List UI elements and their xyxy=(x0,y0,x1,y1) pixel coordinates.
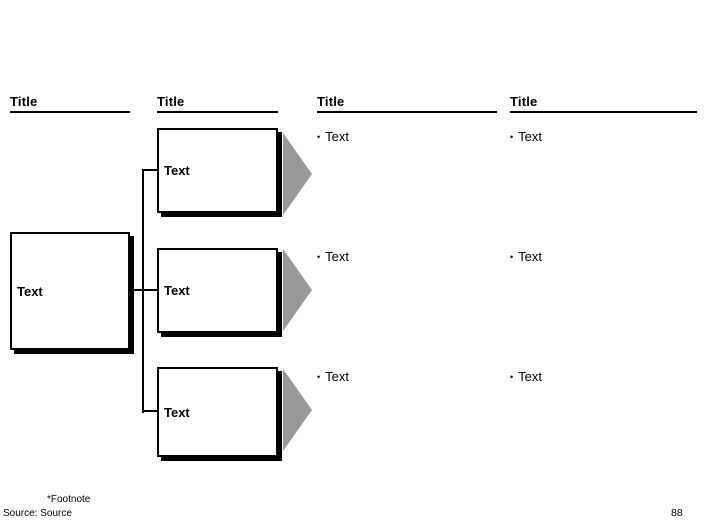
bullet-item-col4-row2: • Text xyxy=(510,250,542,264)
bullet-icon: • xyxy=(317,252,321,262)
column-title-4: Title xyxy=(510,94,697,113)
bullet-item-col4-row1: • Text xyxy=(510,130,542,144)
process-box-2: Text xyxy=(157,248,278,333)
source-box-label: Text xyxy=(17,283,43,299)
footnote: *Footnote xyxy=(47,494,91,505)
bullet-item-col3-row3: • Text xyxy=(317,370,349,384)
bullet-text: Text xyxy=(518,129,542,144)
process-box-3: Text xyxy=(157,367,278,457)
bullet-icon: • xyxy=(510,252,514,262)
connector-branch-top xyxy=(142,169,158,171)
bullet-icon: • xyxy=(317,132,321,142)
page-number: 88 xyxy=(671,507,683,519)
bullet-text: Text xyxy=(518,369,542,384)
connector-trunk-line xyxy=(142,169,144,413)
right-arrow-icon-3 xyxy=(283,369,312,451)
right-arrow-icon-1 xyxy=(283,133,312,215)
process-box-1-label: Text xyxy=(164,163,190,178)
connector-branch-middle xyxy=(131,289,158,291)
column-title-2: Title xyxy=(157,94,278,113)
bullet-icon: • xyxy=(510,372,514,382)
column-title-1: Title xyxy=(10,94,130,113)
bullet-text: Text xyxy=(325,369,349,384)
bullet-icon: • xyxy=(510,132,514,142)
bullet-text: Text xyxy=(518,249,542,264)
source-box: Text xyxy=(10,232,130,350)
bullet-text: Text xyxy=(325,129,349,144)
process-box-2-label: Text xyxy=(164,283,190,298)
bullet-item-col3-row2: • Text xyxy=(317,250,349,264)
bullet-icon: • xyxy=(317,372,321,382)
source-line: Source: Source xyxy=(3,508,72,519)
process-box-3-label: Text xyxy=(164,404,190,420)
bullet-text: Text xyxy=(325,249,349,264)
right-arrow-icon-2 xyxy=(283,249,312,331)
process-box-1: Text xyxy=(157,128,278,213)
bullet-item-col3-row1: • Text xyxy=(317,130,349,144)
column-title-3: Title xyxy=(317,94,497,113)
connector-branch-bottom xyxy=(142,410,158,412)
bullet-item-col4-row3: • Text xyxy=(510,370,542,384)
